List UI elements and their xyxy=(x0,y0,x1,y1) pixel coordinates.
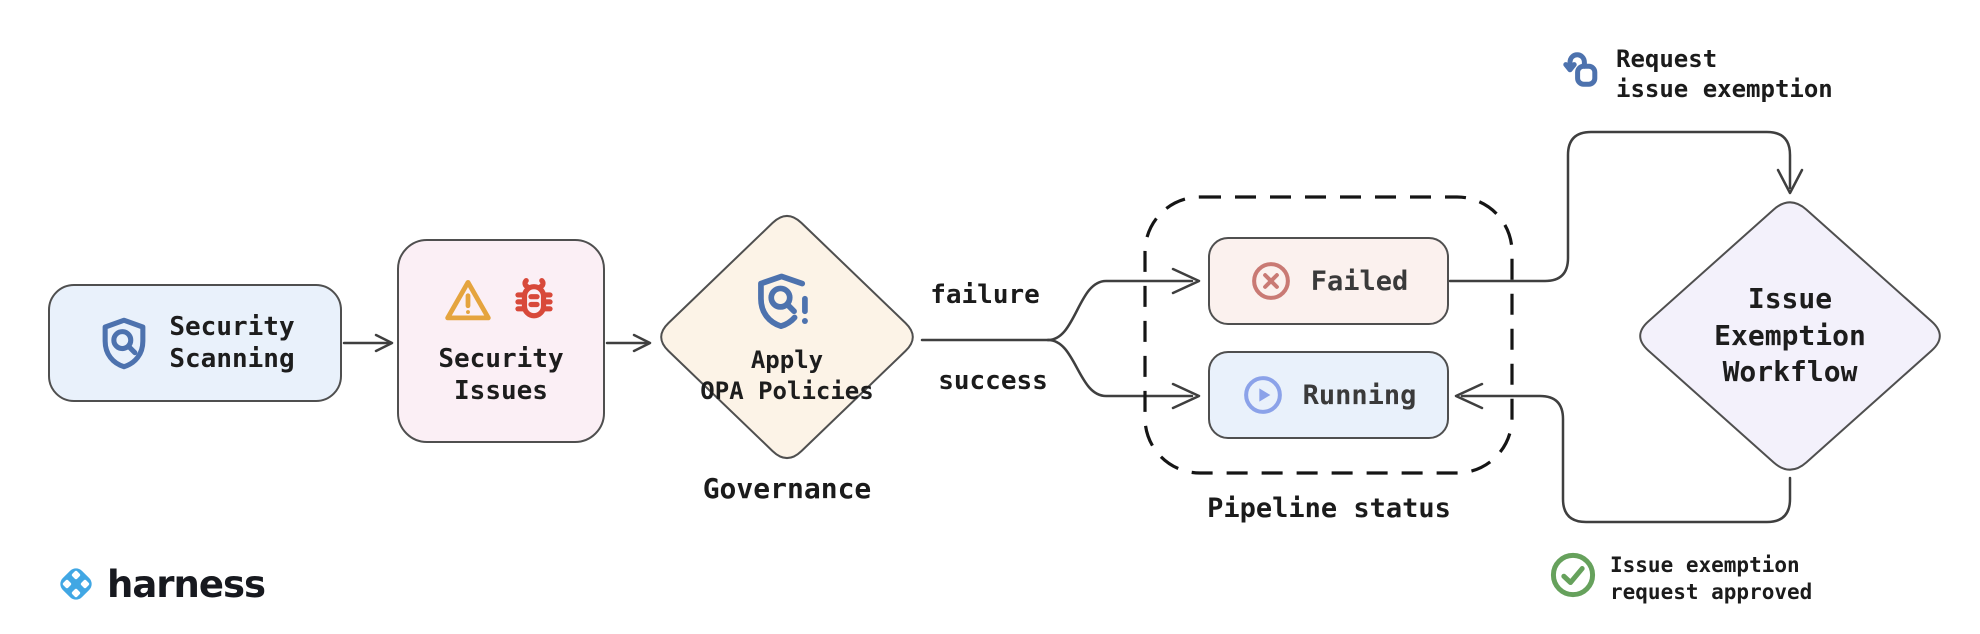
failed-status-node: Failed xyxy=(1208,237,1449,325)
circle-x-icon xyxy=(1249,259,1293,303)
issue-exemption-label-line3: Workflow xyxy=(1722,355,1858,389)
approved-line2: request approved xyxy=(1610,580,1813,605)
arrowhead-into-exemption-diamond xyxy=(1776,168,1804,195)
arrowhead-into-failed xyxy=(1171,267,1201,295)
pipeline-status-caption: Pipeline status xyxy=(1207,493,1451,524)
security-issues-icons xyxy=(442,275,560,327)
circle-play-icon xyxy=(1241,373,1285,417)
security-issues-label-line1: Security xyxy=(438,343,564,374)
issue-exemption-label-line1: Issue xyxy=(1747,282,1833,316)
approved-line1: Issue exemption xyxy=(1610,553,1800,577)
security-issues-label-line2: Issues xyxy=(454,376,548,406)
security-issues-node: Security Issues xyxy=(397,239,605,443)
governance-caption: Governance xyxy=(702,472,872,505)
running-label: Running xyxy=(1302,379,1417,411)
arrowhead-into-governance xyxy=(632,333,652,353)
request-exemption-line1: Request xyxy=(1616,45,1718,73)
security-scanning-label-line1: Security xyxy=(169,311,295,342)
connector-failed-to-exemption xyxy=(1448,130,1792,283)
arrowhead-into-issues xyxy=(374,333,394,353)
request-exemption-tap-icon xyxy=(1556,44,1604,98)
arrowhead-into-running xyxy=(1171,382,1201,410)
request-exemption-note: Request issue exemption xyxy=(1556,44,1833,104)
issue-exemption-label-line2: Exemption xyxy=(1714,318,1866,352)
warning-triangle-icon xyxy=(442,275,494,327)
harness-logo-icon xyxy=(52,560,100,608)
running-status-node: Running xyxy=(1208,351,1449,439)
issue-exemption-workflow-diamond xyxy=(1639,201,1941,471)
apply-opa-label-line2: OPA Policies xyxy=(700,377,874,405)
connector-failure-branch xyxy=(1046,279,1194,342)
success-branch-label: success xyxy=(938,366,1048,396)
approved-note: Issue exemption request approved xyxy=(1548,550,1812,607)
apply-opa-policies-diamond xyxy=(660,214,914,460)
policy-shield-alert-icon xyxy=(749,267,825,337)
security-scanning-node: Security Scanning xyxy=(48,284,342,402)
arrowhead-back-into-running xyxy=(1454,382,1484,410)
apply-opa-label-line1: Apply xyxy=(750,345,824,374)
connector-exemption-to-running xyxy=(1460,394,1792,524)
connector-success-branch xyxy=(1046,338,1194,398)
harness-logo: harness xyxy=(52,560,266,608)
failed-label: Failed xyxy=(1310,265,1409,297)
circle-check-icon xyxy=(1548,550,1598,600)
apply-opa-policies-content: Apply OPA Policies xyxy=(664,234,910,440)
failure-branch-label: failure xyxy=(930,280,1040,310)
pipeline-status-group-border xyxy=(1143,195,1514,475)
shield-search-icon xyxy=(95,312,153,374)
harness-wordmark: harness xyxy=(107,562,266,606)
bug-icon xyxy=(508,275,560,327)
issue-exemption-content: Issue Exemption Workflow xyxy=(1650,232,1930,440)
request-exemption-line2: issue exemption xyxy=(1616,75,1833,103)
security-scanning-label-line2: Scanning xyxy=(169,344,295,374)
